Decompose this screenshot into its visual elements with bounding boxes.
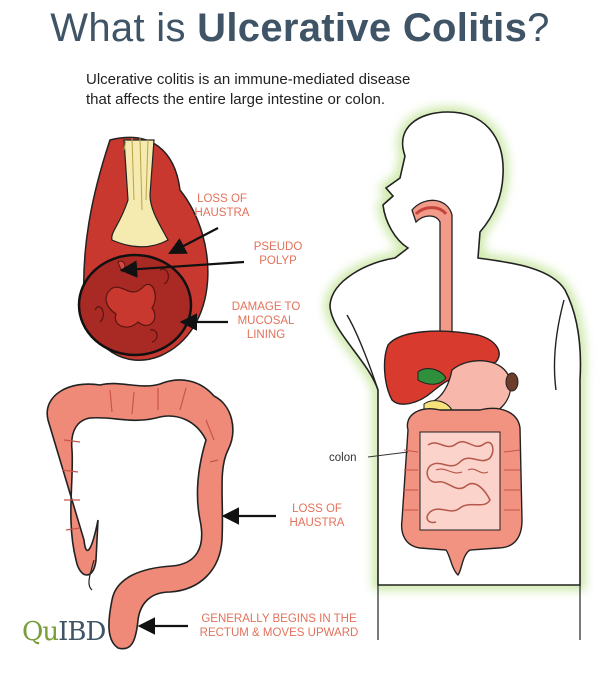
intro-text: Ulcerative colitis is an immune-mediated… bbox=[86, 71, 411, 108]
label-line: PSEUDO bbox=[253, 241, 303, 253]
label-damage-mucosal: DAMAGE TO MUCOSAL LINING bbox=[226, 300, 306, 342]
logo-qu: Qu bbox=[22, 617, 59, 647]
label-loss-of-haustra-colon: LOSS OF HAUSTRA bbox=[280, 502, 354, 530]
arrow-pseudo-polyp bbox=[119, 260, 245, 278]
title-prefix: What is bbox=[50, 6, 198, 50]
label-colon: colon bbox=[329, 452, 357, 464]
label-line: GENERALLY BEGINS IN THE bbox=[201, 613, 357, 625]
label-line: MUCOSAL bbox=[237, 315, 295, 327]
label-line: LINING bbox=[246, 329, 286, 341]
title-suffix: ? bbox=[527, 6, 550, 50]
label-pseudo-polyp: PSEUDO POLYP bbox=[248, 240, 308, 268]
label-line: DAMAGE TO bbox=[231, 301, 301, 313]
logo-ibd: IBD bbox=[58, 617, 106, 647]
label-rectum: GENERALLY BEGINS IN THE RECTUM & MOVES U… bbox=[190, 612, 368, 640]
colon-leader-line bbox=[367, 451, 409, 458]
large-colon bbox=[46, 379, 234, 650]
spleen bbox=[505, 372, 519, 392]
label-loss-of-haustra-top: LOSS OF HAUSTRA bbox=[186, 192, 258, 220]
colon-cross-section bbox=[77, 136, 209, 361]
body-colon bbox=[400, 407, 523, 576]
gallbladder bbox=[417, 368, 447, 385]
label-line: HAUSTRA bbox=[194, 207, 250, 219]
label-line: LOSS OF bbox=[197, 193, 247, 205]
quibd-logo: QuIBD bbox=[22, 617, 106, 647]
label-line: LOSS OF bbox=[292, 503, 342, 515]
label-line: POLYP bbox=[259, 255, 297, 267]
label-line: HAUSTRA bbox=[289, 517, 345, 529]
page-title: What is Ulcerative Colitis? bbox=[0, 6, 600, 51]
title-emphasis: Ulcerative Colitis bbox=[197, 6, 528, 50]
label-line: RECTUM & MOVES UPWARD bbox=[199, 627, 359, 639]
arrow-haustra-top bbox=[168, 227, 219, 255]
